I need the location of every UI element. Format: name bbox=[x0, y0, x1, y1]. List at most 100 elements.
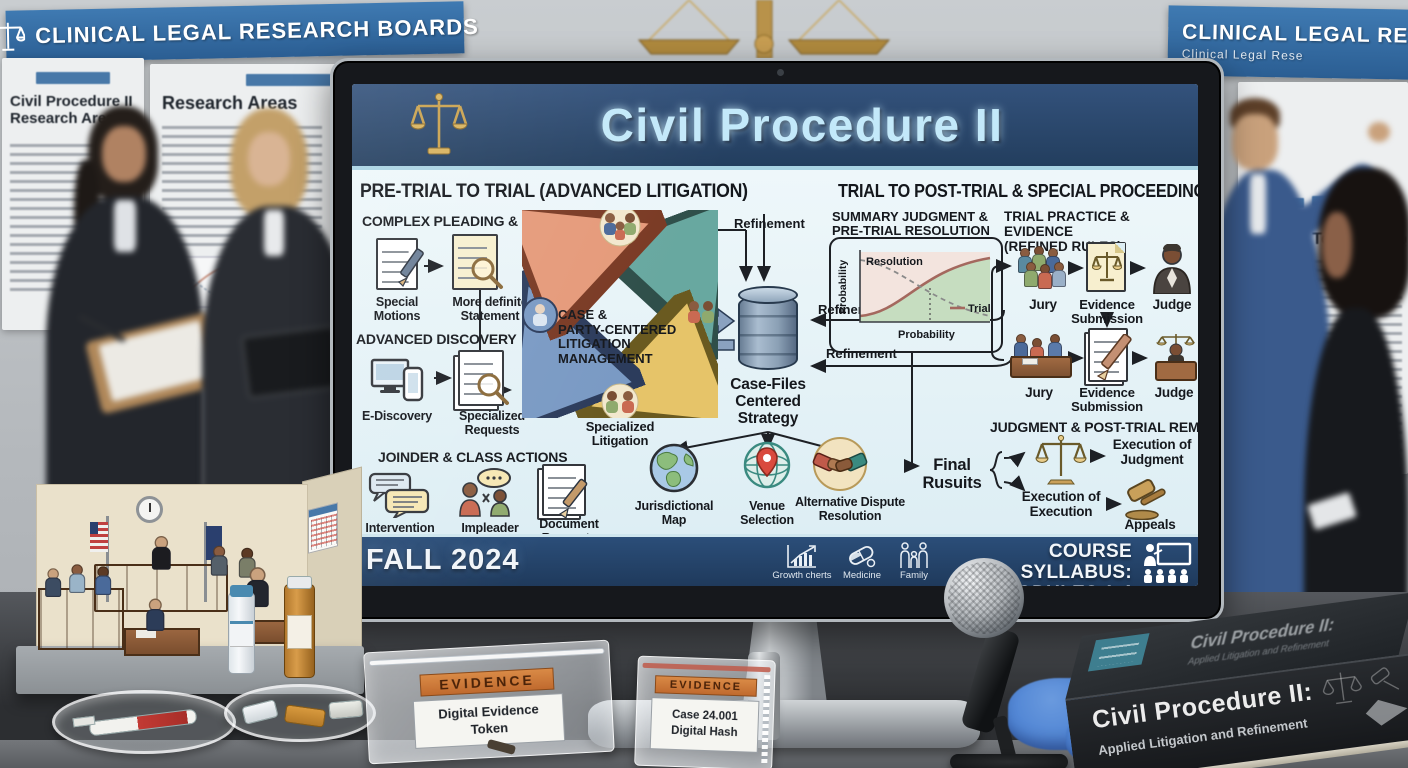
item-label: Special Motions bbox=[373, 295, 421, 323]
textbook: Civil Procedure II: Applied Litigation a… bbox=[1057, 592, 1408, 768]
medicine-pill-icon bbox=[849, 545, 876, 568]
shirt bbox=[1250, 174, 1266, 234]
cycle-caption: Specialized Litigation bbox=[585, 419, 655, 449]
mic-mesh bbox=[948, 562, 1020, 634]
item-label: E-Discovery bbox=[361, 409, 433, 423]
node-label: Venue Selection bbox=[740, 499, 794, 527]
chart-legend: Trial bbox=[968, 303, 991, 315]
syllabus-label: COURSE SYLLABUS: MODULES 1-4 bbox=[942, 541, 1132, 586]
mic-base bbox=[950, 754, 1068, 768]
screen-footer: FALL 2024 Growth cherts Medicine Family … bbox=[352, 534, 1198, 586]
vial bbox=[241, 699, 279, 725]
microphone bbox=[928, 558, 1088, 768]
item-label: More definite Statement bbox=[452, 295, 528, 323]
family-icon bbox=[900, 542, 928, 568]
cycle-line: LITIGATION bbox=[558, 336, 631, 352]
poster-b-title: Research Areas bbox=[162, 93, 298, 113]
cycle-line: MANAGEMENT bbox=[558, 350, 653, 366]
row-label: Judge bbox=[1152, 297, 1192, 312]
poster-tag bbox=[36, 72, 110, 84]
jurisdictional-map-icon bbox=[649, 443, 699, 493]
brass-scales-icon bbox=[637, 0, 891, 59]
syllabus-line: MODULES 1-4 bbox=[942, 583, 1132, 586]
us-flag bbox=[106, 516, 109, 602]
judge-bench-icon bbox=[1152, 332, 1198, 382]
vial-label bbox=[287, 615, 312, 649]
documents-magnifier-icon bbox=[458, 350, 509, 406]
state-flag bbox=[204, 522, 207, 602]
judgment-title: JUDGMENT & POST-TRIAL REMEDIES bbox=[990, 419, 1198, 435]
documents-pen-icon bbox=[542, 464, 588, 518]
evidence-bag-label: Case 24.001 Digital Hash bbox=[649, 697, 760, 753]
left-section-heading: PRE-TRIAL TO TRIAL (ADVANCED LITIGATION) bbox=[360, 181, 748, 202]
judge-figure bbox=[151, 535, 171, 570]
face bbox=[1322, 212, 1352, 278]
book-cover-lineart bbox=[1322, 667, 1408, 726]
bag-zip-strip bbox=[642, 662, 771, 673]
gavel-icon bbox=[1125, 479, 1166, 520]
screen-header: Civil Procedure II bbox=[352, 84, 1198, 170]
final-results-label: Final Rusuits bbox=[922, 456, 982, 493]
document-pen-icon bbox=[376, 238, 424, 290]
syringe bbox=[88, 708, 198, 737]
judge-figure-icon bbox=[1150, 243, 1194, 295]
trial-title-line: TRIAL PRACTICE & EVIDENCE bbox=[1004, 209, 1130, 239]
chat-bubbles-icon bbox=[368, 472, 430, 521]
cycle-line: CASE & bbox=[558, 307, 608, 322]
evidence-bag-right: EVIDENCE Case 24.001 Digital Hash bbox=[634, 655, 776, 768]
term-label: FALL 2024 bbox=[366, 544, 520, 576]
face bbox=[102, 126, 146, 182]
impleader-people-icon bbox=[458, 468, 516, 518]
summary-title-line: SUMMARY JUDGMENT & bbox=[832, 209, 989, 224]
vial-label bbox=[230, 621, 253, 647]
node-label: Jurisdictional Map bbox=[634, 499, 714, 527]
jury-box bbox=[38, 588, 124, 650]
document-magnifier-icon bbox=[452, 234, 503, 290]
vial-cap bbox=[287, 576, 312, 589]
book-spine-band bbox=[1087, 633, 1150, 672]
item-label: Impleader bbox=[461, 521, 519, 535]
e-discovery-icon bbox=[370, 356, 428, 404]
papers bbox=[1022, 358, 1038, 365]
chart-xlabel: Probability bbox=[898, 329, 956, 341]
evidence-pen-doc-icon bbox=[1088, 328, 1132, 382]
standing-vial-amber bbox=[284, 576, 315, 678]
row-label: Jury bbox=[1029, 297, 1057, 312]
database-icon bbox=[738, 286, 798, 304]
jury-crowd-icon bbox=[1016, 246, 1072, 294]
monitor: Civil Procedure II bbox=[330, 58, 1224, 622]
hand bbox=[1368, 122, 1390, 142]
jury-figure bbox=[95, 566, 112, 596]
evidence-bag-header: EVIDENCE bbox=[419, 667, 555, 697]
wall-calendar bbox=[308, 502, 338, 554]
bag-perforation bbox=[761, 675, 771, 764]
shirt bbox=[114, 200, 136, 252]
vial-cap bbox=[230, 585, 253, 597]
banner-right-title: CLINICAL LEGAL RESEA bbox=[1181, 20, 1408, 49]
petri-dish-vials bbox=[224, 684, 376, 742]
face bbox=[1232, 114, 1278, 170]
group2-title: ADVANCED DISCOVERY bbox=[356, 331, 517, 347]
database-label: Case-Files Centered Strategy bbox=[730, 376, 806, 428]
growth-chart-icon bbox=[787, 545, 816, 568]
us-flag-canton bbox=[90, 522, 98, 534]
jury-table-icon bbox=[1010, 334, 1072, 382]
petri-dish-syringe bbox=[52, 690, 236, 754]
chart-inner-label: Resolution bbox=[866, 256, 923, 268]
banner-left-title: CLINICAL LEGAL RESEARCH BOARDS bbox=[35, 13, 479, 49]
diagram-area: PRE-TRIAL TO TRIAL (ADVANCED LITIGATION)… bbox=[352, 170, 1198, 545]
standing-vial-teal bbox=[228, 585, 255, 674]
exec-execution-label: Execution of Execution bbox=[1021, 489, 1101, 519]
exec-judgment-label: Execution of Judgment bbox=[1112, 437, 1192, 467]
courtroom-diorama bbox=[8, 466, 370, 716]
footer-icon-label: Family bbox=[900, 570, 928, 581]
tablet bbox=[240, 324, 344, 400]
footer-icon-label: Medicine bbox=[842, 570, 882, 581]
jury-figure bbox=[45, 568, 62, 598]
right-section-heading: TRIAL TO POST-TRIAL & SPECIAL PROCEEDING… bbox=[838, 181, 1198, 201]
table bbox=[1010, 356, 1072, 378]
classroom-icon bbox=[1144, 542, 1192, 583]
row-label: Judge bbox=[1154, 385, 1194, 400]
table-paper bbox=[136, 630, 156, 638]
